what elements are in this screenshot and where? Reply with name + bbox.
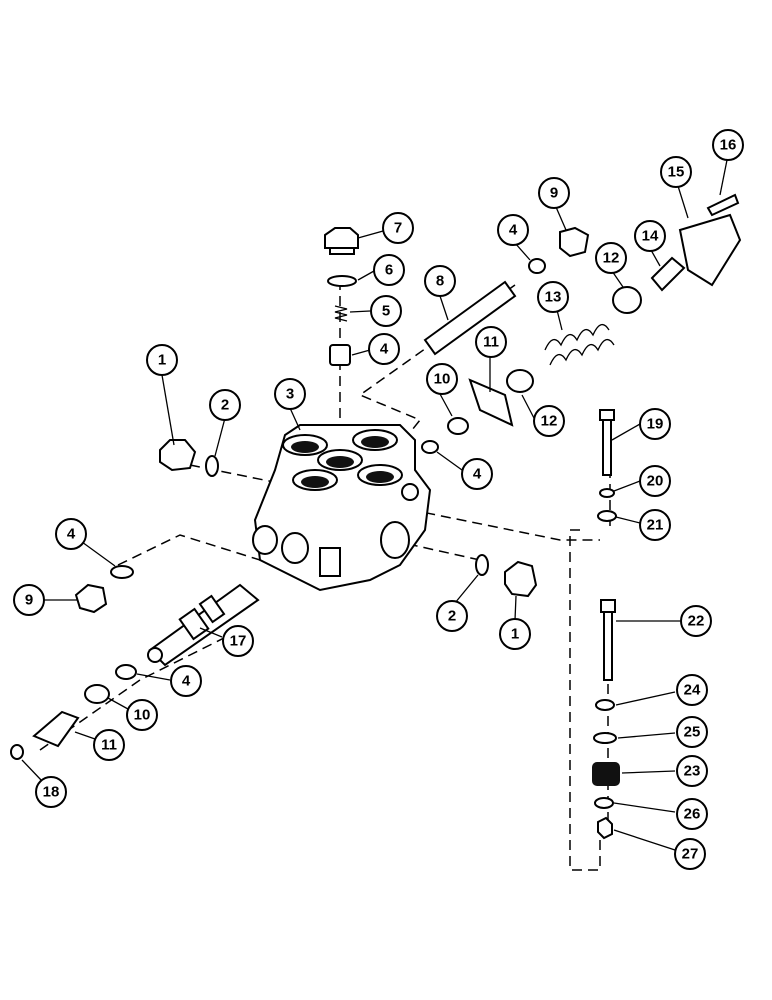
- svg-text:25: 25: [684, 724, 701, 741]
- svg-text:24: 24: [684, 682, 701, 699]
- svg-text:11: 11: [101, 737, 117, 754]
- svg-text:14: 14: [642, 228, 659, 245]
- callout-9: 9: [538, 177, 570, 209]
- callout-7: 7: [382, 212, 414, 244]
- svg-text:23: 23: [684, 763, 701, 780]
- svg-text:4: 4: [380, 341, 389, 358]
- callout-21: 21: [639, 509, 671, 541]
- callout-27: 27: [674, 838, 706, 870]
- svg-text:4: 4: [509, 222, 518, 239]
- callout-8: 8: [424, 265, 456, 297]
- svg-text:13: 13: [545, 289, 562, 306]
- callout-1: 1: [499, 618, 531, 650]
- svg-text:10: 10: [434, 371, 451, 388]
- svg-text:17: 17: [230, 633, 247, 650]
- callout-23: 23: [676, 755, 708, 787]
- svg-text:20: 20: [647, 473, 664, 490]
- callout-9: 9: [13, 584, 45, 616]
- callout-24: 24: [676, 674, 708, 706]
- svg-text:10: 10: [134, 707, 151, 724]
- svg-text:3: 3: [286, 386, 294, 403]
- callout-10: 10: [126, 699, 158, 731]
- callout-11: 11: [475, 326, 507, 358]
- svg-text:6: 6: [385, 262, 393, 279]
- callout-17: 17: [222, 625, 254, 657]
- svg-text:18: 18: [43, 784, 60, 801]
- svg-text:4: 4: [182, 673, 191, 690]
- callout-19: 19: [639, 408, 671, 440]
- callout-18: 18: [35, 776, 67, 808]
- callout-22: 22: [680, 605, 712, 637]
- callout-11: 11: [93, 729, 125, 761]
- svg-text:1: 1: [158, 352, 166, 369]
- callout-2: 2: [436, 600, 468, 632]
- callout-6: 6: [373, 254, 405, 286]
- svg-text:22: 22: [688, 613, 705, 630]
- valve-body: [252, 424, 432, 592]
- svg-text:1: 1: [511, 626, 519, 643]
- callout-12: 12: [533, 405, 565, 437]
- svg-text:12: 12: [541, 413, 558, 430]
- callout-set: 1 1 2 2 3 4 4 4 4 4 5 6 7 8 9 9 10 10 11…: [13, 129, 744, 870]
- svg-text:7: 7: [394, 220, 402, 237]
- callout-14: 14: [634, 220, 666, 252]
- svg-text:26: 26: [684, 806, 701, 823]
- callout-4: 4: [55, 518, 87, 550]
- svg-text:27: 27: [682, 846, 699, 863]
- callout-2: 2: [209, 389, 241, 421]
- mounting-hardware: [592, 409, 620, 840]
- callout-4: 4: [461, 458, 493, 490]
- svg-text:8: 8: [436, 273, 444, 290]
- svg-text:19: 19: [647, 416, 664, 433]
- callout-10: 10: [426, 363, 458, 395]
- spool: [147, 583, 260, 667]
- callout-16: 16: [712, 129, 744, 161]
- callout-4: 4: [497, 214, 529, 246]
- callout-5: 5: [370, 295, 402, 327]
- svg-text:9: 9: [25, 592, 33, 609]
- callout-3: 3: [274, 378, 306, 410]
- svg-text:12: 12: [603, 250, 620, 267]
- callout-26: 26: [676, 798, 708, 830]
- svg-text:2: 2: [221, 397, 229, 414]
- callout-13: 13: [537, 281, 569, 313]
- svg-text:2: 2: [448, 608, 456, 625]
- svg-text:5: 5: [382, 303, 390, 320]
- callout-15: 15: [660, 156, 692, 188]
- callout-4: 4: [368, 333, 400, 365]
- svg-text:21: 21: [647, 517, 664, 534]
- callout-20: 20: [639, 465, 671, 497]
- callout-1: 1: [146, 344, 178, 376]
- svg-text:16: 16: [720, 137, 737, 154]
- svg-text:11: 11: [483, 334, 499, 351]
- callout-12: 12: [595, 242, 627, 274]
- callout-25: 25: [676, 716, 708, 748]
- svg-text:4: 4: [67, 526, 76, 543]
- svg-text:4: 4: [473, 466, 482, 483]
- svg-text:9: 9: [550, 185, 558, 202]
- fittings: [10, 193, 742, 760]
- leader-lines: [21, 159, 728, 851]
- svg-text:15: 15: [668, 164, 685, 181]
- callout-4: 4: [170, 665, 202, 697]
